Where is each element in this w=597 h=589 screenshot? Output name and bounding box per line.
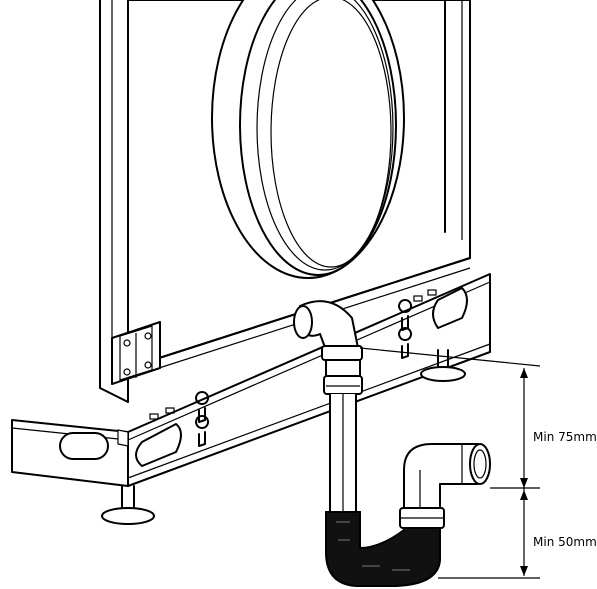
dimension-label-lower: Min 50mm — [533, 535, 597, 549]
dimension-label-upper: Min 75mm — [533, 430, 597, 444]
transport-frame — [11, 273, 491, 487]
drain-trap — [325, 511, 441, 587]
machine-feet — [101, 349, 466, 525]
dimension-lines — [359, 347, 541, 579]
standpipe-elbow — [399, 443, 491, 529]
door-hinge — [111, 321, 161, 385]
door-porthole — [211, 0, 405, 279]
